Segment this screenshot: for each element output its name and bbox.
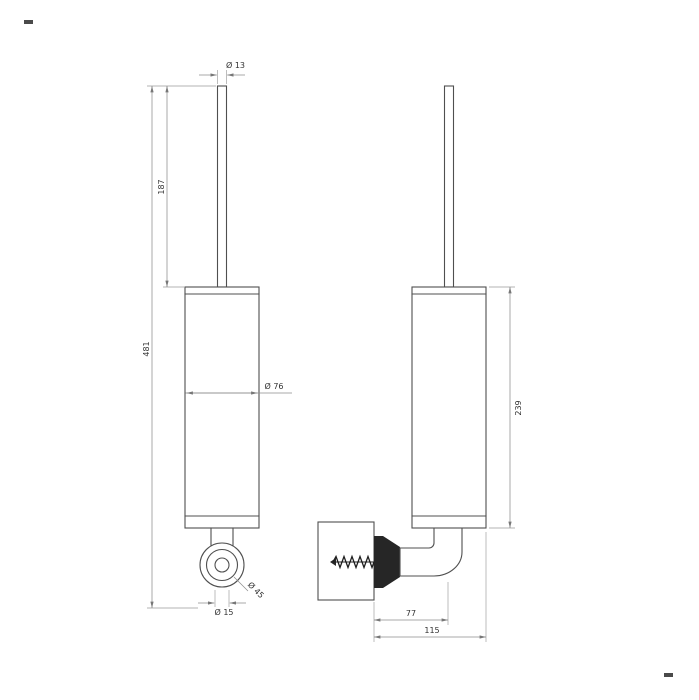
dim-wall-to-front: 115 (374, 532, 487, 642)
dim-base-outer-diameter: Ø 45 (233, 576, 267, 601)
base-circle-inner (214, 557, 230, 573)
body-cylinder-side (411, 286, 487, 529)
corner-marks (24, 20, 673, 677)
base-circle-middle (205, 548, 239, 582)
dim-total-height: 481 (142, 86, 198, 609)
handle-rod-side (443, 85, 455, 288)
dim-label-wall-to-axis: 77 (406, 609, 416, 618)
side-view (317, 85, 487, 601)
wall-flange (374, 536, 400, 588)
corner-mark-top-left (24, 20, 33, 24)
dim-label-base-hole-diameter: Ø 15 (214, 607, 233, 617)
elbow-outer-edge (399, 527, 463, 577)
mounting-screw (330, 554, 375, 570)
screw-thread (332, 554, 375, 570)
body-cylinder-front (184, 286, 260, 529)
corner-mark-bottom-right (664, 673, 673, 677)
dim-base-hole-diameter: Ø 15 (198, 590, 246, 617)
dim-label-handle-diameter: Ø 13 (226, 60, 245, 70)
elbow-arm (399, 527, 463, 577)
dim-label-total-height: 481 (142, 341, 151, 356)
dimensions: Ø 13 187 481 Ø 76 Ø 45 (142, 60, 523, 642)
elbow-inner-edge (399, 527, 435, 549)
dim-label-base-outer-diameter: Ø 45 (246, 580, 267, 601)
dim-label-body-diameter: Ø 76 (264, 381, 283, 391)
dim-label-body-height-side: 239 (514, 400, 523, 415)
dim-handle-diameter: Ø 13 (199, 60, 245, 84)
dim-body-diameter: Ø 76 (185, 381, 292, 395)
handle-rod-front (216, 85, 228, 288)
dim-label-wall-to-front: 115 (424, 626, 439, 635)
dim-body-height-side: 239 (489, 286, 523, 529)
dim-label-handle-length: 187 (157, 179, 166, 194)
dim-wall-to-axis: 77 (373, 582, 449, 642)
front-view (184, 85, 260, 588)
dim-handle-length: 187 (157, 86, 184, 288)
